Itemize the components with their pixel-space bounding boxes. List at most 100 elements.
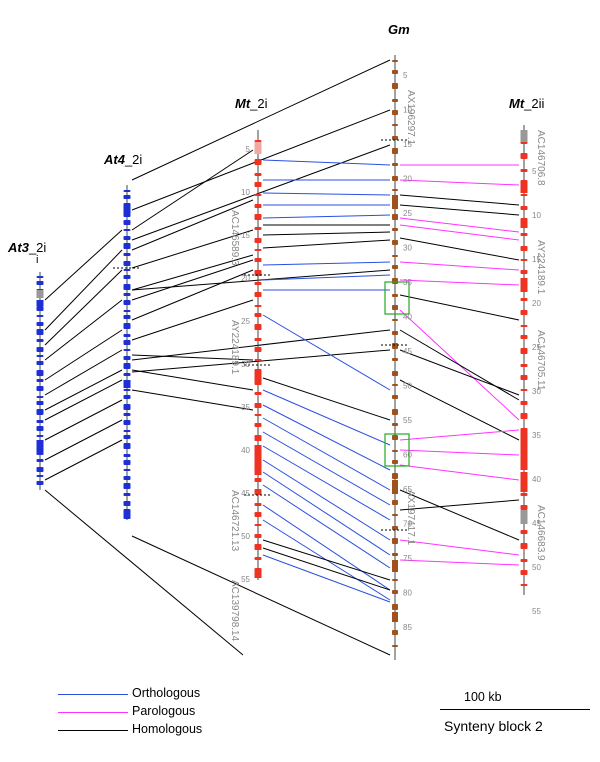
at4-gene [123, 315, 131, 319]
at4-gene [123, 253, 131, 256]
mt2i-block [254, 142, 262, 154]
track-label-mt2ii: Mt_2ii [509, 96, 545, 111]
at4-gene [123, 476, 131, 480]
gm-tick: 55 [403, 416, 412, 425]
mt2ii-block [520, 510, 528, 524]
mt2i-gene [254, 435, 262, 441]
mt2i-block [254, 465, 262, 475]
gm-tick: 50 [403, 382, 412, 391]
gm-gene [392, 423, 398, 426]
mt2i-gene [254, 403, 262, 408]
link-homologous [399, 204, 520, 216]
mt2i-tick: 40 [241, 446, 250, 455]
at3-block [36, 440, 44, 450]
link-homologous [44, 269, 123, 346]
mt2i-gene [254, 194, 262, 196]
gm-gene [392, 60, 398, 62]
link-homologous [131, 354, 254, 361]
mt2i-gene [254, 292, 262, 297]
at4-gene [123, 229, 131, 231]
at3-gene [36, 379, 44, 382]
at4-gene [123, 460, 131, 465]
track-annotations: 5101520253035404550556065707580855101520… [229, 71, 546, 642]
gm-tick: 35 [403, 278, 412, 287]
link-homologous [44, 419, 123, 461]
at4-gene [123, 293, 131, 296]
track-label-at3-extra: i [36, 254, 39, 266]
mt2i-block [254, 570, 262, 578]
mt2i-gene [254, 503, 262, 506]
link-homologous [131, 144, 391, 241]
mt2ii-gene [520, 194, 528, 196]
at3-gene [36, 347, 44, 352]
at3-gene [36, 322, 44, 326]
at3-gene [36, 475, 44, 477]
at4-gene [123, 284, 131, 290]
mt2i-accession-label: AY224189.1 [229, 320, 240, 375]
mt2ii-block [520, 130, 528, 142]
at4-gene [123, 275, 131, 279]
mt2i-gene [254, 512, 262, 517]
gm-gene [392, 343, 398, 349]
at4-gene [123, 483, 131, 489]
gm-tick: 70 [403, 520, 412, 529]
link-parologous [399, 449, 520, 456]
link-homologous [131, 535, 391, 656]
link-homologous [262, 547, 391, 591]
at3-gene [36, 426, 44, 431]
link-orthologous [262, 504, 391, 591]
at4-gene [123, 220, 131, 225]
mt2i-tick: 5 [246, 145, 251, 154]
gm-gene [392, 500, 398, 505]
gm-tick: 25 [403, 209, 412, 218]
at4-gene [123, 349, 131, 351]
link-parologous [399, 429, 520, 441]
link-homologous [131, 349, 391, 373]
mt2ii-gene [520, 233, 528, 236]
legend-swatch-orthologous [58, 694, 128, 695]
mt2ii-gene [520, 530, 528, 534]
link-homologous [44, 489, 244, 656]
link-parologous [399, 179, 520, 186]
at4-gene [123, 236, 131, 240]
mt2i-gene [254, 173, 262, 176]
mt2i-accession-label: AC146589.3 [229, 210, 240, 266]
at3-gene [36, 306, 44, 311]
track-label-gm: Gm [388, 22, 410, 37]
gm-tick: 5 [403, 71, 408, 80]
gm-tick: 40 [403, 313, 412, 322]
at4-gene [123, 430, 131, 432]
gm-tick: 80 [403, 589, 412, 598]
link-orthologous [262, 459, 391, 541]
mt2ii-block [520, 220, 528, 228]
at4-gene [123, 323, 131, 329]
mt2ii-tick: 55 [532, 607, 541, 616]
scale-label: 100 kb [464, 690, 502, 704]
gm-highlight-box [384, 281, 410, 315]
link-homologous [131, 269, 391, 291]
gm-gene [392, 538, 398, 544]
at4-gene [123, 261, 131, 266]
mt2i-tick: 30 [241, 360, 250, 369]
gm-gene [392, 645, 398, 647]
at4-gene [123, 395, 131, 399]
link-homologous [131, 149, 254, 231]
mt2ii-tick: 30 [532, 387, 541, 396]
mt2i-gene [254, 423, 262, 427]
mt2ii-gene [520, 543, 528, 549]
track-label-at4: At4_2i [104, 152, 143, 167]
link-orthologous [262, 261, 391, 266]
link-orthologous [262, 192, 391, 196]
gm-gene [392, 110, 398, 115]
synteny-links [44, 59, 520, 656]
gm-gene [392, 124, 398, 126]
link-orthologous [262, 445, 391, 521]
mt2ii-gene [520, 389, 528, 391]
mt2i-gene [254, 489, 262, 495]
at4-gene [123, 356, 131, 360]
gm-gene [392, 189, 398, 191]
gm-block [392, 480, 398, 494]
at3-gene [36, 481, 44, 485]
gm-gene [392, 358, 398, 361]
mt2i-gene [254, 182, 262, 187]
